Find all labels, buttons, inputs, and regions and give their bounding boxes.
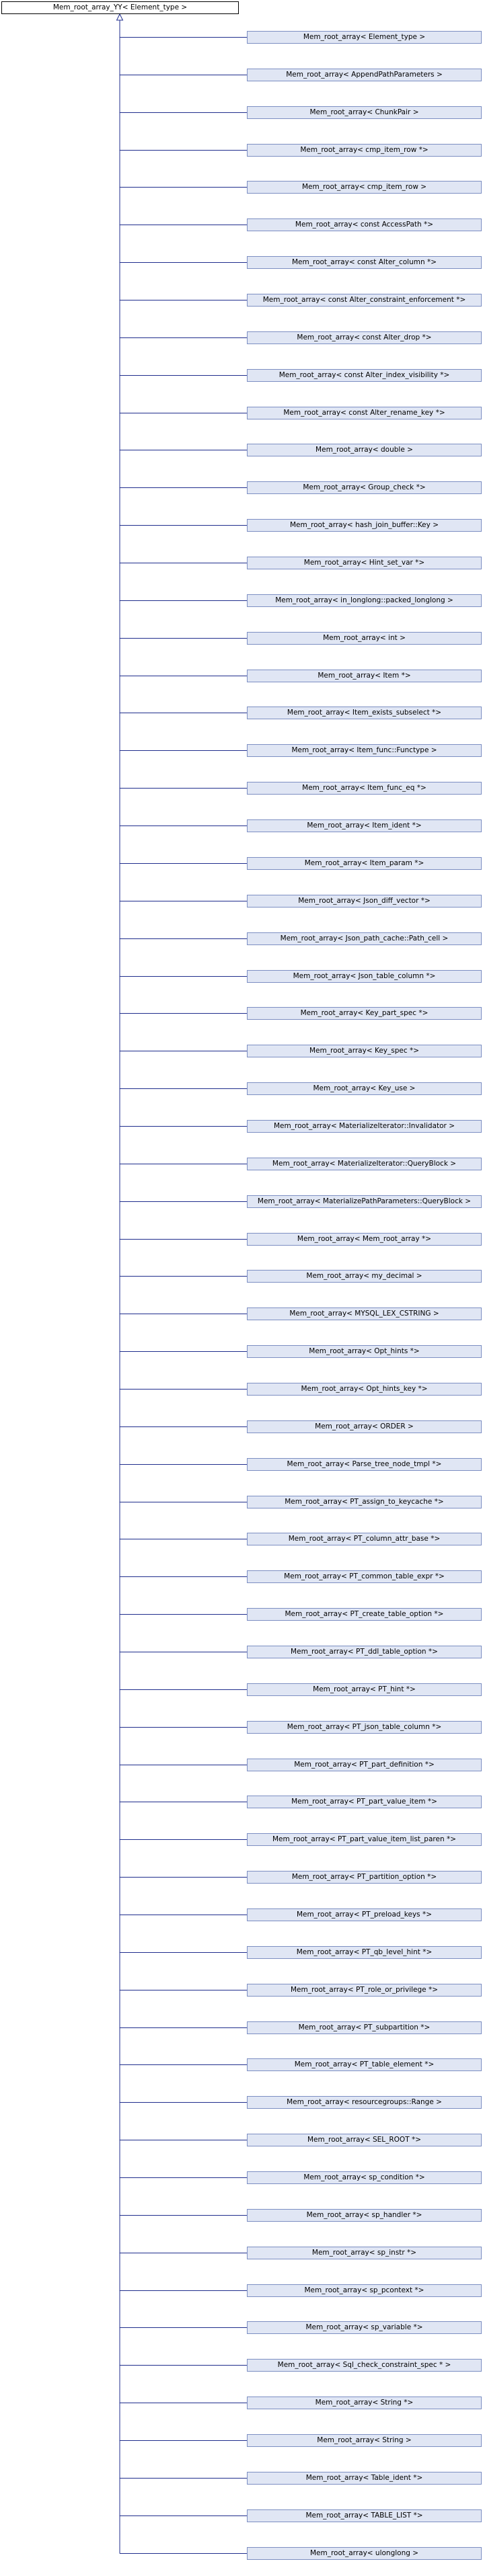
derived-class-node[interactable]: Mem_root_array< PT_column_attr_base *> — [247, 1533, 482, 1545]
derived-class-node[interactable]: Mem_root_array< Json_diff_vector *> — [247, 895, 482, 908]
derived-class-node[interactable]: Mem_root_array< Key_spec *> — [247, 1045, 482, 1057]
derived-class-node[interactable]: Mem_root_array< Opt_hints *> — [247, 1345, 482, 1358]
derived-class-node[interactable]: Mem_root_array< PT_part_value_item *> — [247, 1796, 482, 1808]
derived-class-node[interactable]: Mem_root_array< sp_handler *> — [247, 2209, 482, 2222]
derived-class-node[interactable]: Mem_root_array< in_longlong::packed_long… — [247, 594, 482, 607]
derived-class-node[interactable]: Mem_root_array< TABLE_LIST *> — [247, 2509, 482, 2522]
derived-class-node[interactable]: Mem_root_array< PT_ddl_table_option *> — [247, 1646, 482, 1658]
derived-class-node[interactable]: Mem_root_array< SEL_ROOT *> — [247, 2134, 482, 2146]
derived-class-node[interactable]: Mem_root_array< cmp_item_row *> — [247, 144, 482, 157]
derived-class-node[interactable]: Mem_root_array< PT_assign_to_keycache *> — [247, 1496, 482, 1508]
derived-class-node[interactable]: Mem_root_array< Json_table_column *> — [247, 970, 482, 983]
derived-class-node[interactable]: Mem_root_array< MYSQL_LEX_CSTRING > — [247, 1307, 482, 1320]
derived-class-node[interactable]: Mem_root_array< const Alter_index_visibi… — [247, 369, 482, 382]
derived-class-node[interactable]: Mem_root_array< sp_variable *> — [247, 2321, 482, 2334]
derived-class-node[interactable]: Mem_root_array< Item_func::Functype > — [247, 744, 482, 757]
derived-class-node[interactable]: Mem_root_array< double > — [247, 444, 482, 456]
base-class-node[interactable]: Mem_root_array_YY< Element_type > — [1, 1, 239, 14]
derived-class-node[interactable]: Mem_root_array< PT_subpartition *> — [247, 2021, 482, 2034]
derived-class-node[interactable]: Mem_root_array< PT_partition_option *> — [247, 1871, 482, 1884]
derived-class-node[interactable]: Mem_root_array< Item *> — [247, 670, 482, 682]
inheritance-arrowhead — [116, 13, 124, 21]
derived-class-node[interactable]: Mem_root_array< PT_create_table_option *… — [247, 1608, 482, 1621]
derived-class-node[interactable]: Mem_root_array< PT_preload_keys *> — [247, 1908, 482, 1921]
derived-class-node[interactable]: Mem_root_array< Parse_tree_node_tmpl *> — [247, 1458, 482, 1471]
derived-class-node[interactable]: Mem_root_array< PT_qb_level_hint *> — [247, 1946, 482, 1959]
derived-class-node[interactable]: Mem_root_array< MaterializePathParameter… — [247, 1195, 482, 1208]
derived-class-node[interactable]: Mem_root_array< PT_part_definition *> — [247, 1759, 482, 1771]
derived-class-node[interactable]: Mem_root_array< Item_param *> — [247, 857, 482, 870]
derived-class-node[interactable]: Mem_root_array< String > — [247, 2434, 482, 2447]
derived-class-node[interactable]: Mem_root_array< PT_role_or_privilege *> — [247, 1984, 482, 1997]
derived-class-node[interactable]: Mem_root_array< ChunkPair > — [247, 106, 482, 119]
derived-class-node[interactable]: Mem_root_array< MaterializeIterator::Inv… — [247, 1120, 482, 1133]
derived-class-node[interactable]: Mem_root_array< PT_part_value_item_list_… — [247, 1833, 482, 1846]
derived-class-node[interactable]: Mem_root_array< PT_json_table_column *> — [247, 1721, 482, 1734]
derived-class-node[interactable]: Mem_root_array< Opt_hints_key *> — [247, 1383, 482, 1396]
derived-class-node[interactable]: Mem_root_array< resourcegroups::Range > — [247, 2096, 482, 2109]
derived-class-node[interactable]: Mem_root_array< ulonglong > — [247, 2547, 482, 2560]
derived-class-node[interactable]: Mem_root_array< const AccessPath *> — [247, 218, 482, 231]
derived-class-node[interactable]: Mem_root_array< const Alter_column *> — [247, 256, 482, 269]
derived-class-node[interactable]: Mem_root_array< cmp_item_row > — [247, 181, 482, 194]
derived-class-node[interactable]: Mem_root_array< Group_check *> — [247, 481, 482, 494]
derived-class-node[interactable]: Mem_root_array< Sql_check_constraint_spe… — [247, 2359, 482, 2372]
derived-class-node[interactable]: Mem_root_array< Key_part_spec *> — [247, 1007, 482, 1020]
derived-class-node[interactable]: Mem_root_array< AppendPathParameters > — [247, 69, 482, 81]
derived-class-node[interactable]: Mem_root_array< Mem_root_array *> — [247, 1233, 482, 1246]
derived-class-node[interactable]: Mem_root_array< PT_table_element *> — [247, 2058, 482, 2071]
derived-class-node[interactable]: Mem_root_array< PT_hint *> — [247, 1683, 482, 1696]
derived-class-node[interactable]: Mem_root_array< int > — [247, 632, 482, 645]
derived-class-node[interactable]: Mem_root_array< ORDER > — [247, 1420, 482, 1433]
derived-class-node[interactable]: Mem_root_array< sp_pcontext *> — [247, 2284, 482, 2297]
derived-class-node[interactable]: Mem_root_array< sp_instr *> — [247, 2247, 482, 2259]
derived-class-node[interactable]: Mem_root_array< Json_path_cache::Path_ce… — [247, 932, 482, 945]
derived-class-node[interactable]: Mem_root_array< const Alter_drop *> — [247, 331, 482, 344]
derived-class-node[interactable]: Mem_root_array< Key_use > — [247, 1082, 482, 1095]
derived-class-node[interactable]: Mem_root_array< String *> — [247, 2397, 482, 2409]
derived-class-node[interactable]: Mem_root_array< const Alter_rename_key *… — [247, 407, 482, 419]
derived-class-node[interactable]: Mem_root_array< hash_join_buffer::Key > — [247, 519, 482, 532]
derived-class-node[interactable]: Mem_root_array< sp_condition *> — [247, 2171, 482, 2184]
derived-class-node[interactable]: Mem_root_array< Item_exists_subselect *> — [247, 707, 482, 719]
derived-class-node[interactable]: Mem_root_array< Item_func_eq *> — [247, 782, 482, 795]
derived-class-node[interactable]: Mem_root_array< PT_common_table_expr *> — [247, 1570, 482, 1583]
derived-class-node[interactable]: Mem_root_array< Item_ident *> — [247, 819, 482, 832]
derived-class-node[interactable]: Mem_root_array< Hint_set_var *> — [247, 557, 482, 569]
derived-class-node[interactable]: Mem_root_array< MaterializeIterator::Que… — [247, 1158, 482, 1170]
derived-class-node[interactable]: Mem_root_array< Element_type > — [247, 31, 482, 44]
derived-class-node[interactable]: Mem_root_array< const Alter_constraint_e… — [247, 294, 482, 307]
derived-class-node[interactable]: Mem_root_array< Table_ident *> — [247, 2472, 482, 2485]
derived-class-node[interactable]: Mem_root_array< my_decimal > — [247, 1270, 482, 1283]
